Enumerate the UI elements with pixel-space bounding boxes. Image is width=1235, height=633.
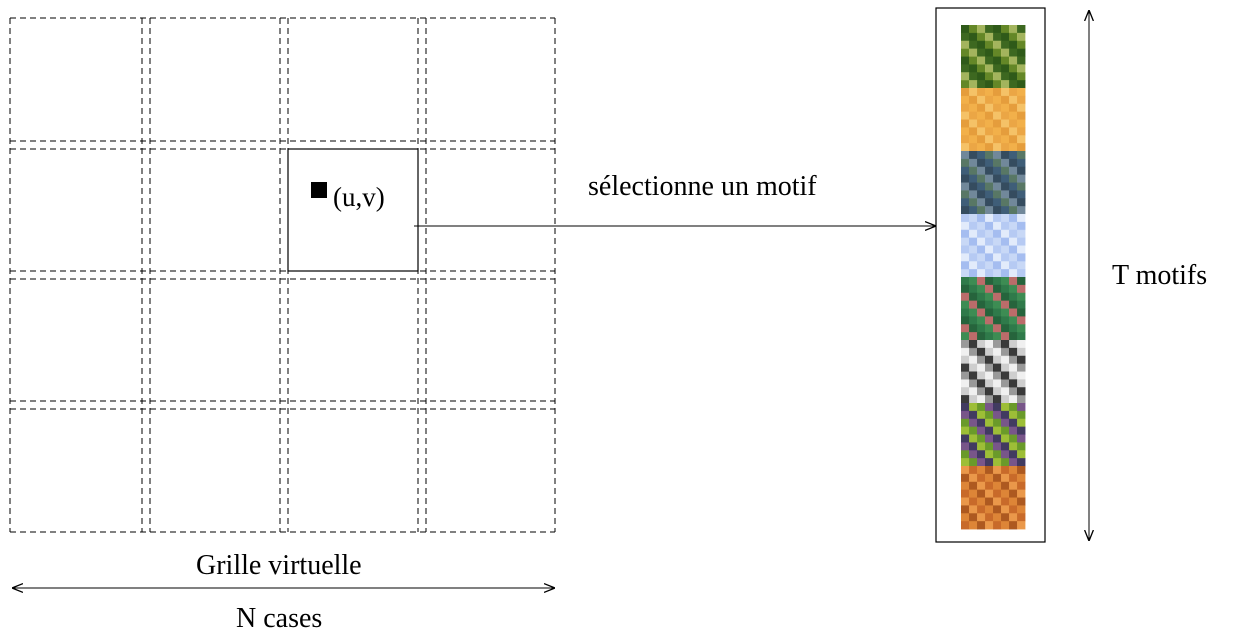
grid-count-label: N cases xyxy=(236,603,322,633)
leaves-texture xyxy=(961,25,1026,89)
sand-texture xyxy=(961,88,1026,152)
marble-texture xyxy=(961,340,1026,404)
texel-point-marker xyxy=(311,182,327,198)
grid-name-label: Grille virtuelle xyxy=(196,550,362,581)
sky-texture xyxy=(961,214,1026,278)
virtual-grid xyxy=(9,17,556,533)
motif-column-frame xyxy=(935,7,1046,543)
swirl-texture xyxy=(961,403,1026,467)
cell-texture xyxy=(961,277,1026,341)
point-label: (u,v) xyxy=(333,182,385,212)
stone-texture xyxy=(961,151,1026,215)
motifs-count-label: T motifs xyxy=(1112,260,1207,291)
selected-cell xyxy=(287,148,419,272)
parquet-texture xyxy=(961,466,1026,530)
action-label: sélectionne un motif xyxy=(588,171,817,202)
motif-swatches xyxy=(961,25,1026,530)
